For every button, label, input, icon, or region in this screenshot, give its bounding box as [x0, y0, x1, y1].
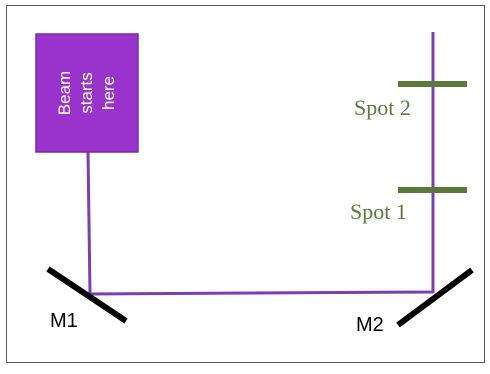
laser-beam-path [86, 32, 435, 296]
diagram-border [6, 5, 485, 363]
source-label-line-3: here [99, 76, 118, 110]
beam-source-box [35, 33, 139, 153]
mirror-m2-label: M2 [356, 314, 384, 336]
mirror-m1-label: M1 [50, 310, 78, 332]
spot-1-label: Spot 1 [350, 199, 407, 224]
mirror-m2 [396, 267, 474, 328]
spot-2-label: Spot 2 [354, 95, 411, 120]
mirror-m1 [46, 266, 128, 324]
beam-source-label: Beam starts here [55, 71, 118, 115]
source-label-line-2: starts [77, 72, 96, 114]
source-label-line-1: Beam [55, 71, 74, 115]
